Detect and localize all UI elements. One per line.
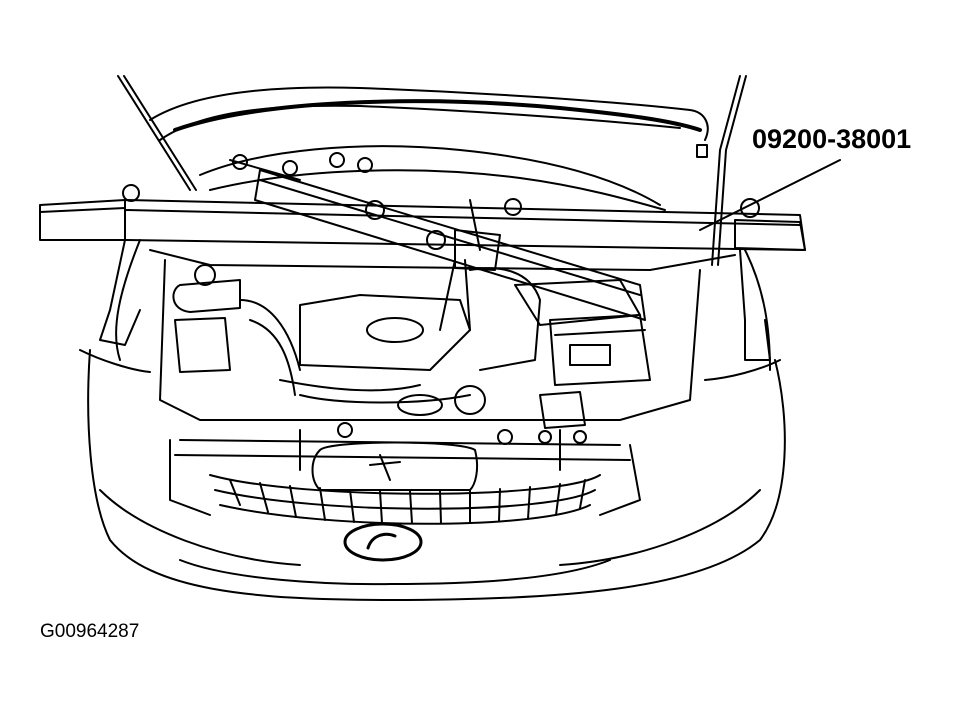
callout-leader-line xyxy=(699,159,841,231)
hood-support-rods xyxy=(117,75,747,266)
engine-components xyxy=(172,264,651,429)
front-fascia xyxy=(79,349,786,601)
engine-support-fixture xyxy=(39,152,806,361)
engine-bay-outline xyxy=(115,239,771,421)
part-number-callout: 09200-38001 xyxy=(752,124,912,154)
raised-hood xyxy=(149,86,709,211)
figure-id: G00964287 xyxy=(40,621,140,642)
